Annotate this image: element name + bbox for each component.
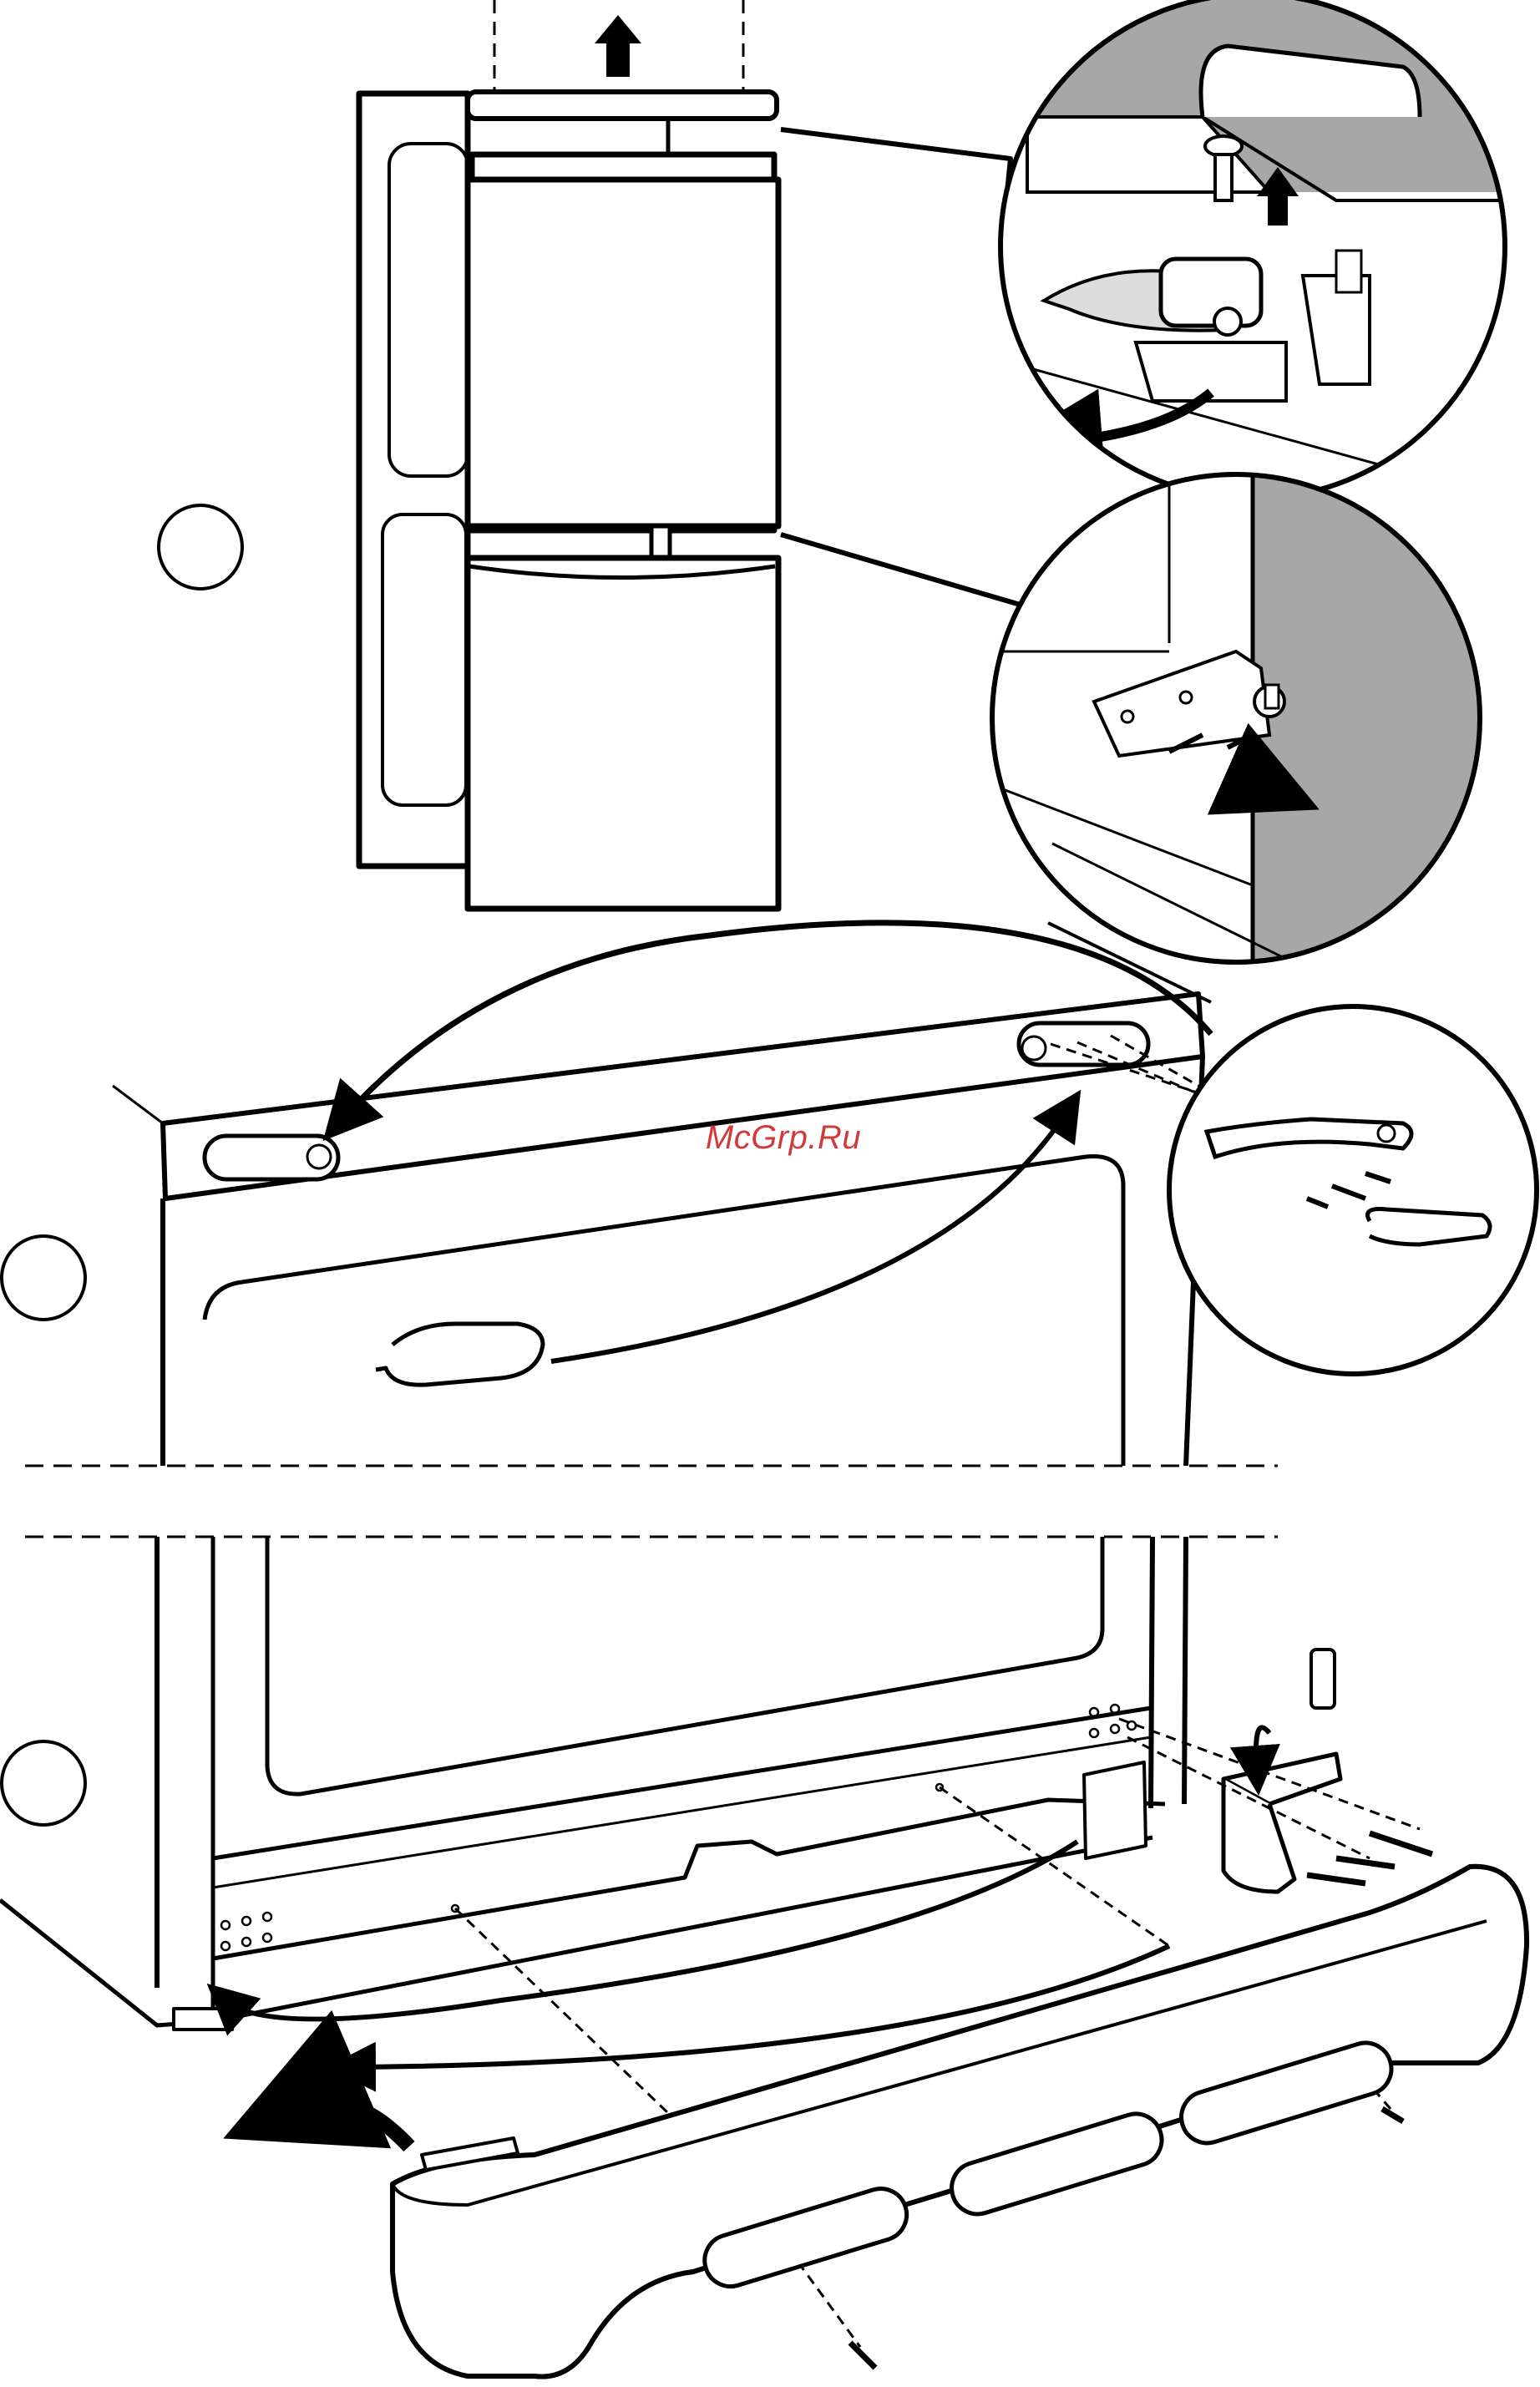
arrow-up-icon	[595, 15, 641, 77]
zoom-bracket	[1169, 1006, 1537, 1374]
zoom-middle-hinge	[992, 474, 1487, 967]
step-3-illustration	[0, 1537, 1527, 2377]
step-2-illustration	[113, 923, 1345, 1466]
step-1-illustration	[359, 0, 1023, 909]
zoom-top-hinge	[994, 0, 1512, 501]
step-1-marker	[159, 505, 242, 589]
step-3-marker	[2, 1741, 85, 1825]
section-divider	[25, 1466, 1278, 1537]
watermark-text: McGrp.Ru	[691, 1119, 875, 1157]
hinge-icon	[1223, 1650, 1340, 1892]
step-2-marker	[2, 1236, 85, 1320]
